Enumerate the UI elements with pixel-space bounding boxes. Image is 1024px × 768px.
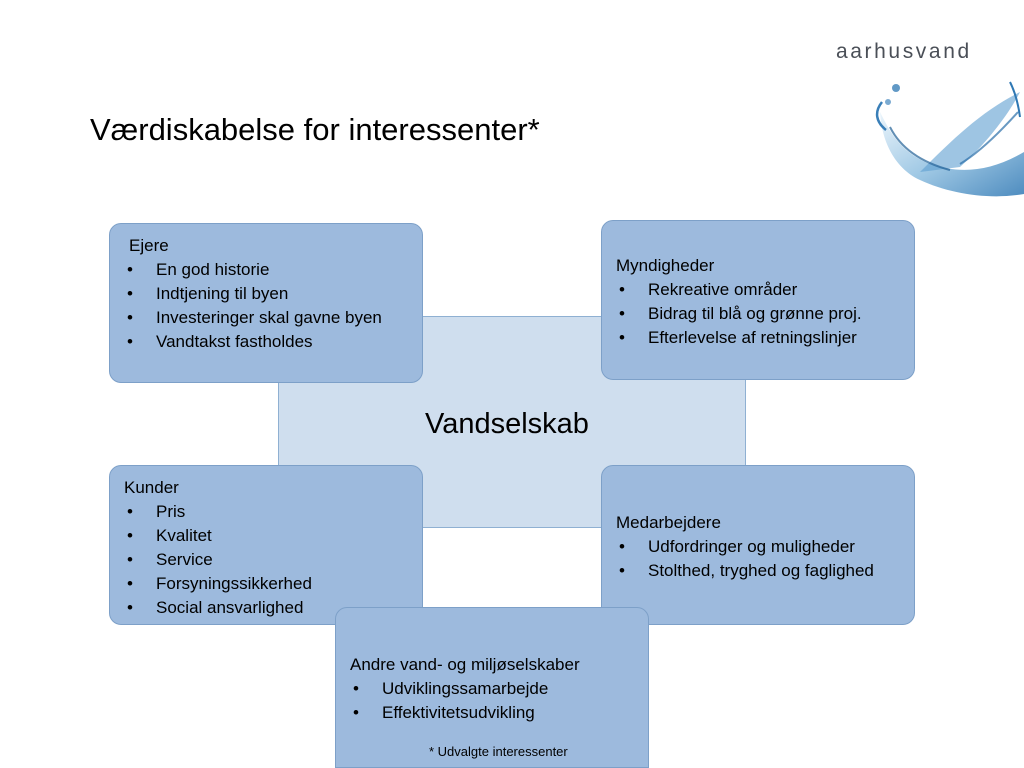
list-item: Kvalitet — [124, 524, 422, 548]
list-item: Udfordringer og muligheder — [616, 535, 914, 559]
list-item: Indtjening til byen — [124, 282, 422, 306]
card-andre-selskaber: Andre vand- og miljøselskaber Udviklings… — [335, 607, 649, 768]
card-heading: Medarbejdere — [616, 513, 721, 532]
bullet-list: En god historie Indtjening til byen Inve… — [124, 258, 422, 354]
list-item: En god historie — [124, 258, 422, 282]
center-label: Vandselskab — [425, 408, 589, 440]
list-item: Forsyningssikkerhed — [124, 572, 422, 596]
list-item: Effektivitetsudvikling — [350, 701, 648, 725]
list-item: Rekreative områder — [616, 278, 914, 302]
card-heading: Kunder — [124, 478, 179, 497]
card-ejere: Ejere En god historie Indtjening til bye… — [109, 223, 423, 383]
bullet-list: Pris Kvalitet Service Forsyningssikkerhe… — [124, 500, 422, 620]
list-item: Pris — [124, 500, 422, 524]
card-heading: Myndigheder — [616, 256, 715, 275]
list-item: Stolthed, tryghed og faglighed — [616, 559, 914, 583]
logo-text: aarhusvand — [836, 40, 972, 63]
card-heading: Ejere — [129, 236, 169, 255]
water-splash-icon — [875, 81, 1024, 197]
list-item: Bidrag til blå og grønne proj. — [616, 302, 914, 326]
page-title: Værdiskabelse for interessenter* — [90, 112, 540, 147]
list-item: Service — [124, 548, 422, 572]
list-item: Investeringer skal gavne byen — [124, 306, 422, 330]
list-item: Efterlevelse af retningslinjer — [616, 326, 914, 350]
card-medarbejdere: Medarbejdere Udfordringer og muligheder … — [601, 465, 915, 625]
list-item: Vandtakst fastholdes — [124, 330, 422, 354]
card-kunder: Kunder Pris Kvalitet Service Forsyningss… — [109, 465, 423, 625]
bullet-list: Udviklingssamarbejde Effektivitetsudvikl… — [350, 677, 648, 725]
footnote: * Udvalgte interessenter — [429, 744, 568, 759]
card-myndigheder: Myndigheder Rekreative områder Bidrag ti… — [601, 220, 915, 380]
list-item: Udviklingssamarbejde — [350, 677, 648, 701]
bullet-list: Rekreative områder Bidrag til blå og grø… — [616, 278, 914, 350]
card-heading: Andre vand- og miljøselskaber — [350, 655, 580, 674]
bullet-list: Udfordringer og muligheder Stolthed, try… — [616, 535, 914, 583]
list-item: Social ansvarlighed — [124, 596, 422, 620]
